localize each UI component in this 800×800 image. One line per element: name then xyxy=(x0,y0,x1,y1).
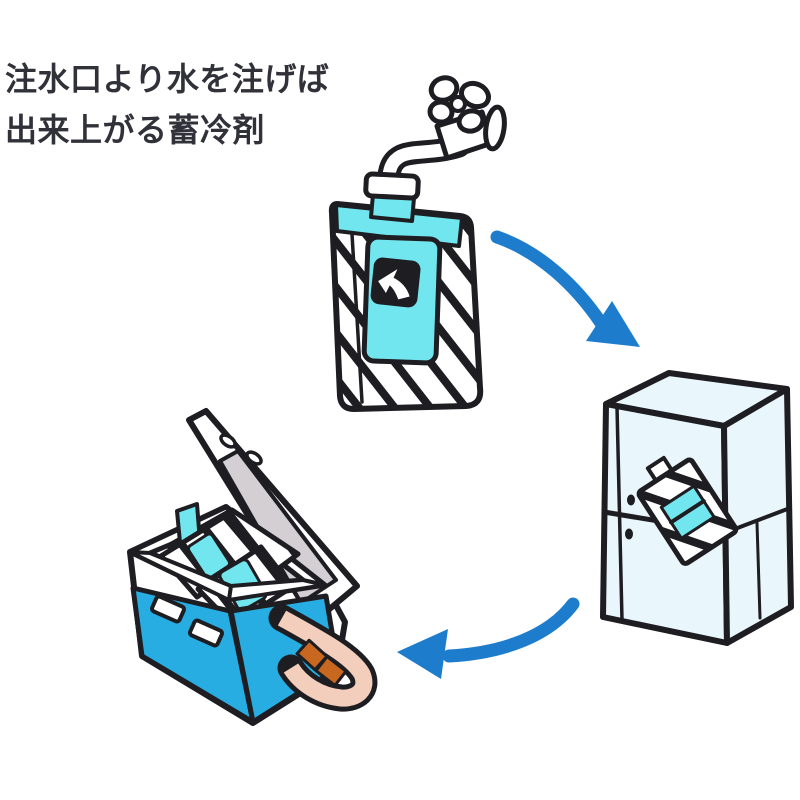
arrow-step-2-icon xyxy=(397,597,580,679)
fridge-ice-pack xyxy=(636,455,739,566)
fridge-ice-pack-label-band xyxy=(669,499,706,525)
cooler-strap-band xyxy=(277,610,373,707)
arrow-2-shaft xyxy=(442,597,580,663)
arrow-1-head xyxy=(586,301,640,347)
ice-pack-pouch-icon xyxy=(328,171,484,412)
faucet-wall-flange xyxy=(483,104,507,152)
cooler-latch xyxy=(188,618,224,648)
pouch-inlet-collar xyxy=(363,171,421,201)
fridge-lower-door-line xyxy=(755,521,762,620)
arrow-1-shaft xyxy=(490,230,608,330)
caption-line-2: 出来上がる蓄冷剤 xyxy=(5,110,266,149)
cooler-rim-front-right xyxy=(227,578,327,602)
faucet-handle-petal xyxy=(427,99,455,125)
cooler-latch xyxy=(150,594,186,624)
brand-logo-arrow xyxy=(378,269,410,300)
fridge-handle-upper xyxy=(627,494,635,506)
pouch-top-band xyxy=(334,203,464,248)
cooler-lid-slot xyxy=(219,433,237,449)
faucet-handle-petal xyxy=(458,80,492,110)
faucet-handle-petal xyxy=(456,108,486,134)
arrow-step-1-icon xyxy=(490,230,640,347)
cooler-lid-slot xyxy=(245,450,263,466)
caption-line-1: 注水口より水を注げば xyxy=(5,60,330,98)
cooler-box-icon xyxy=(127,408,378,726)
arrow-2-head xyxy=(397,629,448,679)
refrigerator-icon xyxy=(600,370,794,646)
caption: 注水口より水を注げば 出来上がる蓄冷剤 xyxy=(5,54,329,155)
fridge-handle-lower xyxy=(625,528,633,540)
pouch-fold-line xyxy=(350,232,364,404)
faucet-icon xyxy=(376,75,507,195)
fridge-right-face xyxy=(721,386,794,646)
brand-arrow-icon xyxy=(370,257,421,308)
faucet-handle-center xyxy=(449,95,467,113)
cooler-strap xyxy=(268,604,378,712)
cooler-strap-stripe xyxy=(314,655,348,687)
faucet-handle-petal xyxy=(428,75,460,103)
